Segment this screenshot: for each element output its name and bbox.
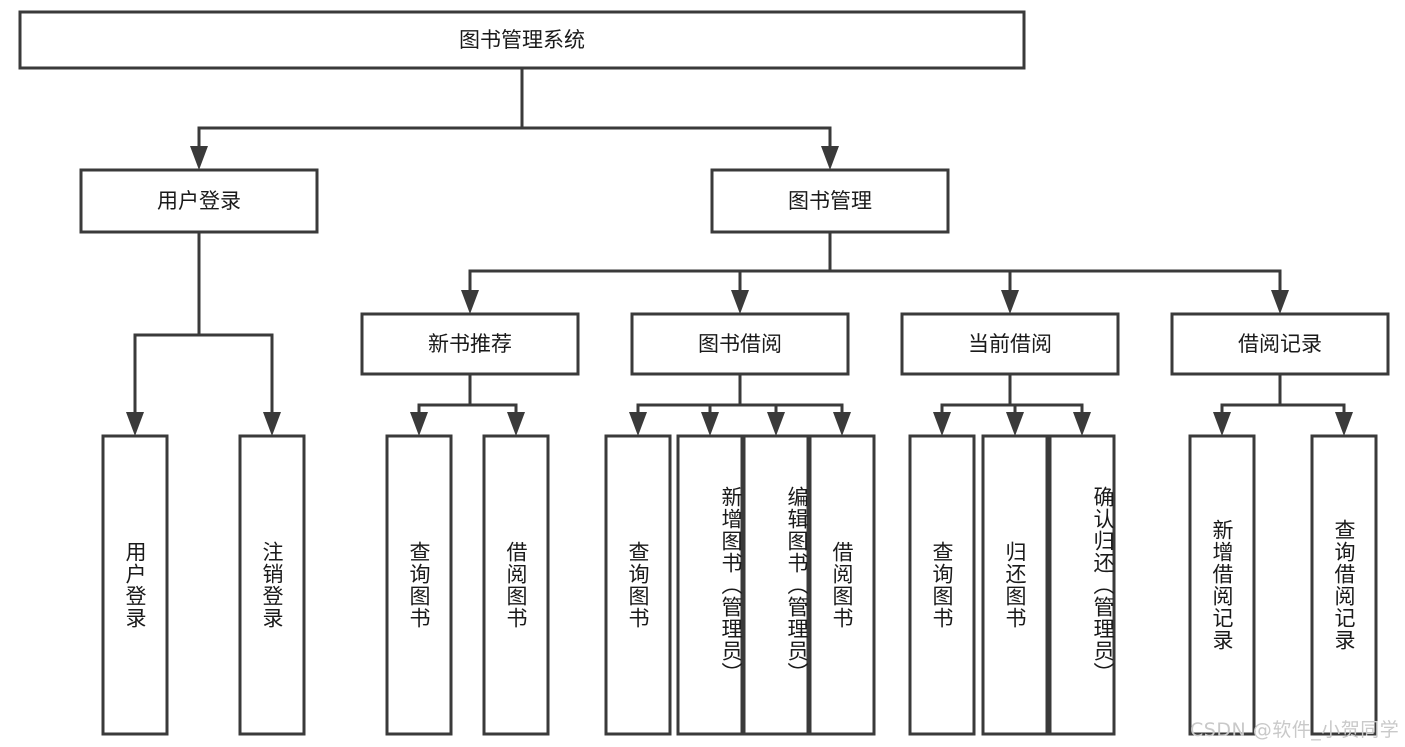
watermark-text: CSDN @软件_小贺同学	[1190, 719, 1400, 741]
node-label-book-manage: 图书管理	[788, 189, 872, 213]
node-box-current-borrow[interactable]	[900, 312, 1120, 376]
node-box-leaf-return-book[interactable]	[981, 434, 1049, 736]
arrow-head-icon-book-borrow-2	[767, 412, 785, 436]
node-label-borrow-record: 借阅记录	[1238, 332, 1322, 356]
arrow-head-icon-current-borrow-1	[1006, 412, 1024, 436]
node-box-borrow-record[interactable]	[1170, 312, 1390, 376]
edges-layer	[126, 66, 1353, 436]
node-box-leaf-borrow-book[interactable]	[808, 434, 876, 736]
node-box-user-login[interactable]	[79, 168, 319, 234]
arrow-head-icon-root-1	[821, 146, 839, 170]
node-box-leaf-cur-query-book[interactable]	[908, 434, 976, 736]
node-box-leaf-borrow-query-book[interactable]	[604, 434, 672, 736]
arrow-head-icon-borrow-record-1	[1335, 412, 1353, 436]
arrow-head-icon-current-borrow-0	[933, 412, 951, 436]
arrow-head-icon-current-borrow-2	[1073, 412, 1091, 436]
arrow-head-icon-new-book-recommend-0	[410, 412, 428, 436]
node-box-leaf-add-book-admin[interactable]	[676, 434, 744, 736]
arrow-head-icon-bm-0	[461, 290, 479, 314]
node-box-leaf-edit-book-admin[interactable]	[742, 434, 810, 736]
node-box-root[interactable]	[18, 10, 1026, 70]
node-box-new-book-recommend[interactable]	[360, 312, 580, 376]
arrow-head-icon-book-borrow-3	[833, 412, 851, 436]
node-label-user-login: 用户登录	[157, 189, 241, 213]
arrow-head-icon-ul-0	[126, 412, 144, 436]
node-box-leaf-rec-borrow-book[interactable]	[482, 434, 550, 736]
node-box-book-manage[interactable]	[710, 168, 950, 234]
node-box-leaf-confirm-return-admin[interactable]	[1048, 434, 1116, 736]
node-box-book-borrow[interactable]	[630, 312, 850, 376]
arrow-head-icon-book-borrow-0	[629, 412, 647, 436]
arrow-head-icon-new-book-recommend-1	[507, 412, 525, 436]
node-box-leaf-add-borrow-record[interactable]	[1188, 434, 1256, 736]
node-label-root: 图书管理系统	[459, 28, 585, 52]
arrow-head-icon-bm-1	[731, 290, 749, 314]
arrow-head-icon-root-0	[190, 146, 208, 170]
node-label-book-borrow: 图书借阅	[698, 332, 782, 356]
node-box-leaf-rec-query-book[interactable]	[385, 434, 453, 736]
arrow-head-icon-bm-3	[1271, 290, 1289, 314]
node-label-new-book-recommend: 新书推荐	[428, 332, 512, 356]
node-box-leaf-user-logout[interactable]	[238, 434, 306, 736]
node-box-leaf-query-borrow-record[interactable]	[1310, 434, 1378, 736]
node-box-leaf-user-login[interactable]	[101, 434, 169, 736]
arrow-head-icon-bm-2	[1001, 290, 1019, 314]
arrow-head-icon-borrow-record-0	[1213, 412, 1231, 436]
arrow-head-icon-ul-1	[263, 412, 281, 436]
boxes-layer	[18, 10, 1390, 736]
node-label-current-borrow: 当前借阅	[968, 332, 1052, 356]
arrow-head-icon-book-borrow-1	[701, 412, 719, 436]
